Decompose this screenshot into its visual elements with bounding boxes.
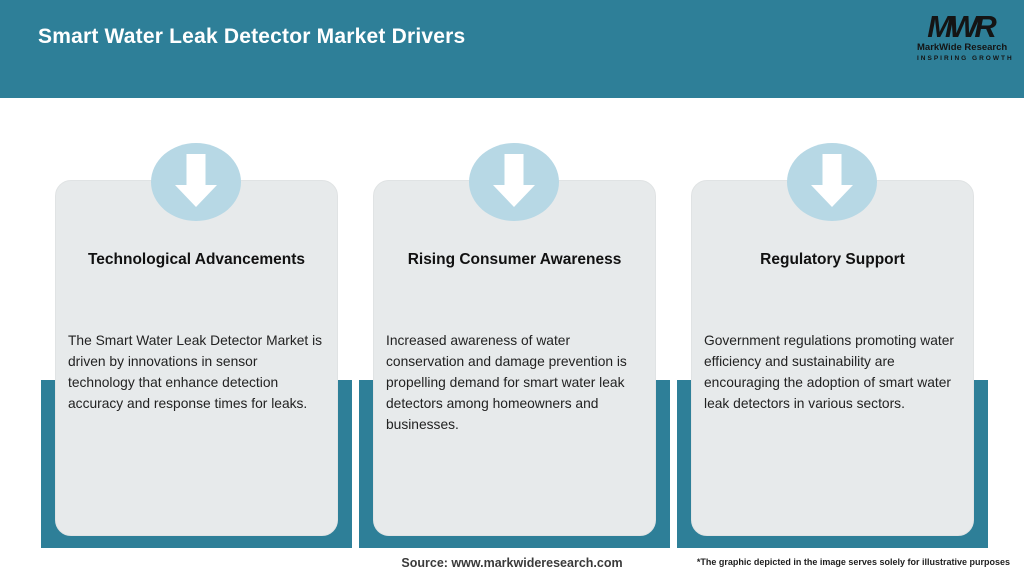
card-title: Rising Consumer Awareness xyxy=(407,251,622,268)
circle-badge xyxy=(151,143,241,221)
card-title: Regulatory Support xyxy=(760,251,905,268)
card-body: Government regulations promoting water e… xyxy=(704,333,955,411)
driver-card-regulatory-support: Regulatory Support Government regulation… xyxy=(691,180,974,536)
circle-badge xyxy=(469,143,559,221)
logo-monogram: MWR xyxy=(927,9,996,44)
down-arrow-icon xyxy=(811,154,853,207)
logo-name: MarkWide Research xyxy=(917,42,1008,53)
card-body: Increased awareness of water conservatio… xyxy=(386,333,627,432)
source-text: Source: www.markwideresearch.com xyxy=(401,556,623,570)
driver-card-technological-advancements: Technological Advancements The Smart Wat… xyxy=(55,180,338,536)
header-band: Smart Water Leak Detector Market Drivers… xyxy=(0,0,1024,98)
page-title: Smart Water Leak Detector Market Drivers xyxy=(38,25,466,48)
disclaimer-text: *The graphic depicted in the image serve… xyxy=(696,557,1010,567)
down-arrow-icon xyxy=(493,154,535,207)
card-body: The Smart Water Leak Detector Market is … xyxy=(68,333,323,411)
circle-badge xyxy=(787,143,877,221)
card-title: Technological Advancements xyxy=(87,251,306,268)
down-arrow-icon xyxy=(175,154,217,207)
driver-card-rising-consumer-awareness: Rising Consumer Awareness Increased awar… xyxy=(373,180,656,536)
logo-tagline: INSPIRING GROWTH xyxy=(917,55,1014,62)
markwide-research-logo: MWR MarkWide Research INSPIRING GROWTH xyxy=(917,9,1014,63)
